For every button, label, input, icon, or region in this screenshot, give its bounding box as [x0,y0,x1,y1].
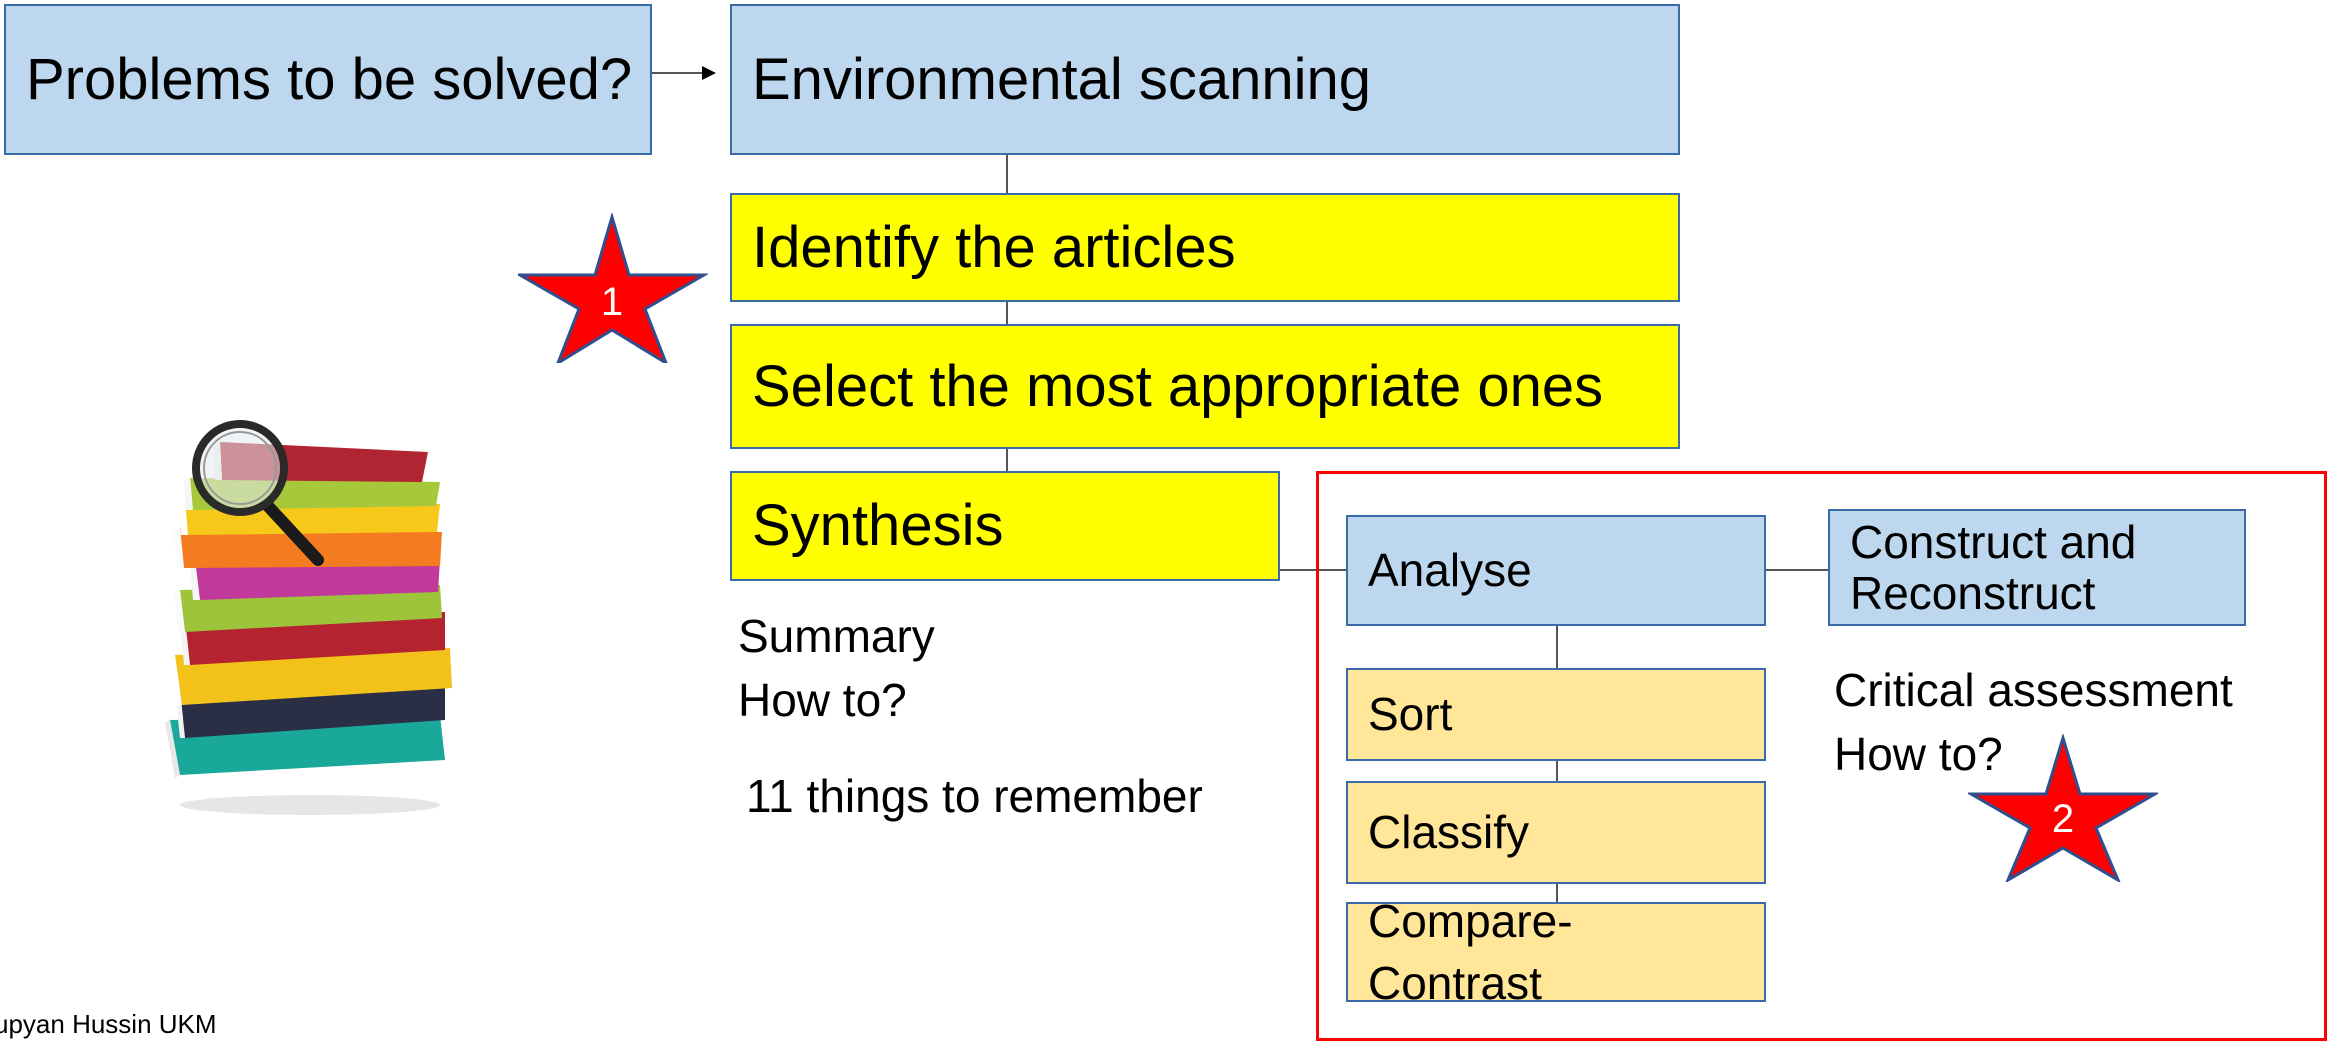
remember-note: 11 things to remember [746,770,1203,822]
synthesis-label: Synthesis [752,493,1004,559]
construct-label-line1: Construct and [1850,515,2137,568]
connector-identify-select [1006,302,1008,324]
analyse-box: Analyse [1346,515,1766,626]
compare-box: Compare- Contrast [1346,895,1766,1009]
connector-synthesis-analyse [1280,569,1346,571]
summary-note: Summary How to? [738,604,935,732]
arrowhead-icon [702,66,716,80]
footer-credit: upyan Hussin UKM [0,1009,217,1039]
critical-note: Critical assessment How to? [1834,658,2233,786]
connector-select-synthesis [1006,449,1008,471]
summary-howto-line: How to? [738,674,907,726]
connector-problems-scanning [652,72,704,74]
identify-box: Identify the articles [730,193,1680,302]
construct-label-line2: Reconstruct [1850,566,2096,619]
summary-line: Summary [738,610,935,662]
star-2-icon: 2 [1968,734,2158,882]
select-label: Select the most appropriate ones [752,353,1604,419]
connector-analyse-sort [1556,626,1558,668]
analyse-label: Analyse [1368,544,1532,597]
connector-scanning-identify [1006,155,1008,193]
star-1-icon: 1 [518,213,708,363]
connector-analyse-construct [1766,569,1828,571]
synthesis-box: Synthesis [730,471,1280,581]
critical-howto-line: How to? [1834,728,2003,780]
star-1-label: 1 [601,280,623,324]
identify-label: Identify the articles [752,214,1236,280]
select-box: Select the most appropriate ones [730,324,1680,449]
compare-label-line2: Contrast [1368,957,1542,1009]
classify-label: Classify [1368,806,1530,859]
compare-label-line1: Compare- [1368,895,1573,947]
problems-label: Problems to be solved? [26,46,633,112]
star-2-label: 2 [2052,797,2074,841]
books-stack-image [165,420,452,815]
connector-classify-compare [1556,884,1558,902]
scanning-label: Environmental scanning [752,46,1372,112]
problems-box: Problems to be solved? [4,4,652,155]
classify-box: Classify [1346,781,1766,884]
sort-box: Sort [1346,668,1766,761]
construct-box: Construct and Reconstruct [1828,509,2246,626]
critical-line: Critical assessment [1834,664,2233,716]
connector-sort-classify [1556,761,1558,781]
sort-label: Sort [1368,688,1453,741]
scanning-box: Environmental scanning [730,4,1680,155]
